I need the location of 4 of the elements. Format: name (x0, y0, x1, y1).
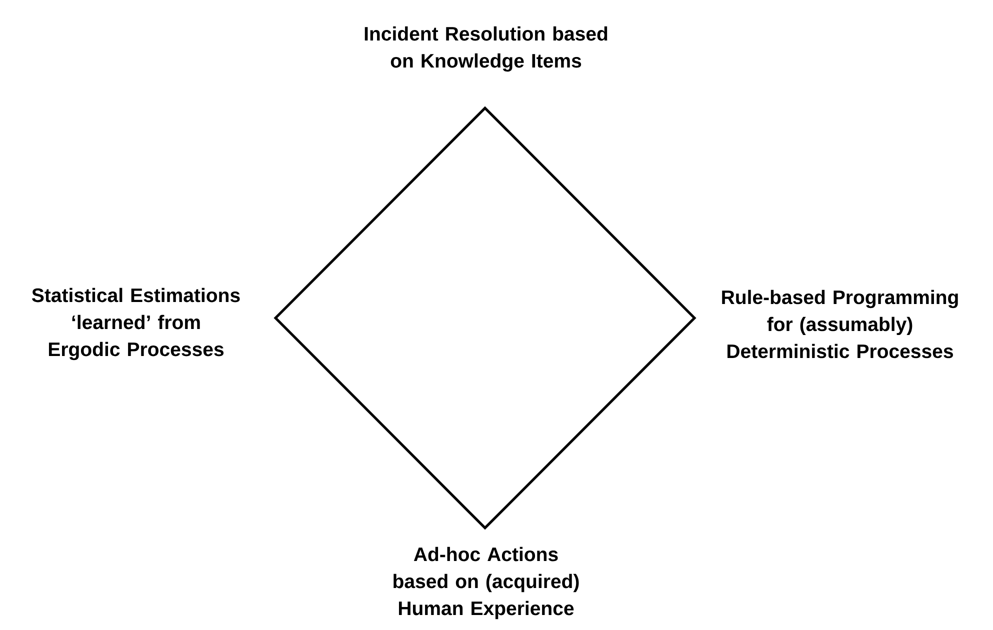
corner-label: Incident Resolution based on Knowledge Items (364, 26, 608, 72)
corner-label: Statistical Estimations ‘learned’ from Ergodic Processes (32, 288, 240, 360)
corner-label: Rule-based Programming for (assumably) Deterministic Processes (722, 290, 958, 358)
corner-label: Ad-hoc Actions based on (acquired) Human Experience (394, 546, 579, 620)
